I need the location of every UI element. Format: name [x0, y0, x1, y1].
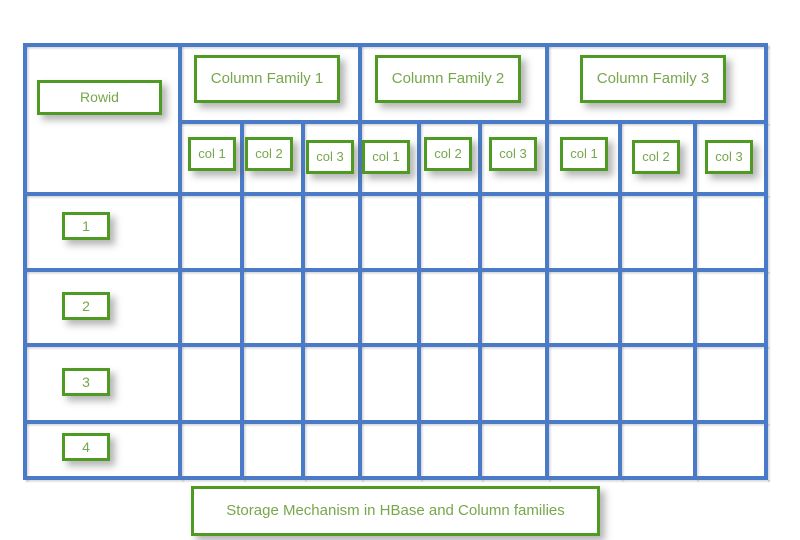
cf1-col-3-box: col 3	[306, 140, 354, 174]
grid-line-cf3-col2-right	[693, 120, 700, 482]
grid-line-right-edge	[764, 43, 771, 482]
cf3-col-2-box: col 2	[632, 140, 680, 174]
grid-line-cf2-right	[545, 43, 552, 482]
cf2-col-3-box: col 3	[489, 137, 537, 171]
grid-line-left-edge	[23, 43, 30, 482]
cf2-col-2-box: col 2	[424, 137, 472, 171]
grid-line-cf1-right	[358, 43, 365, 482]
grid-line-row1-bottom	[23, 268, 770, 275]
grid-line-rowid-right	[178, 43, 185, 482]
row-label-1: 1	[62, 212, 110, 240]
cf3-col-1-box: col 1	[560, 137, 608, 171]
row-label-4: 4	[62, 433, 110, 461]
cf2-col-1-box: col 1	[362, 140, 410, 174]
row-label-2: 2	[62, 292, 110, 320]
row-label-3: 3	[62, 368, 110, 396]
grid-line-cf2-col2-right	[478, 120, 485, 482]
column-family-3-header-box: Column Family 3	[580, 55, 726, 103]
cf1-col-1-box: col 1	[188, 137, 236, 171]
grid-line-row2-bottom	[23, 343, 770, 350]
grid-line-subheader	[178, 120, 770, 127]
cf1-col-2-box: col 2	[245, 137, 293, 171]
grid-line-cf3-col1-right	[618, 120, 625, 482]
grid-line-row3-bottom	[23, 420, 770, 427]
column-family-2-header-box: Column Family 2	[375, 55, 521, 103]
grid-line-top	[23, 43, 770, 50]
diagram-caption: Storage Mechanism in HBase and Column fa…	[191, 486, 600, 536]
cf3-col-3-box: col 3	[705, 140, 753, 174]
column-family-1-header-box: Column Family 1	[194, 55, 340, 103]
grid-line-bottom	[23, 476, 770, 483]
rowid-header-box: Rowid	[37, 80, 162, 115]
grid-line-header-bottom	[23, 192, 770, 199]
grid-line-cf1-col1-right	[240, 120, 247, 482]
grid-line-cf2-col1-right	[417, 120, 424, 482]
grid-line-cf1-col2-right	[301, 120, 308, 482]
